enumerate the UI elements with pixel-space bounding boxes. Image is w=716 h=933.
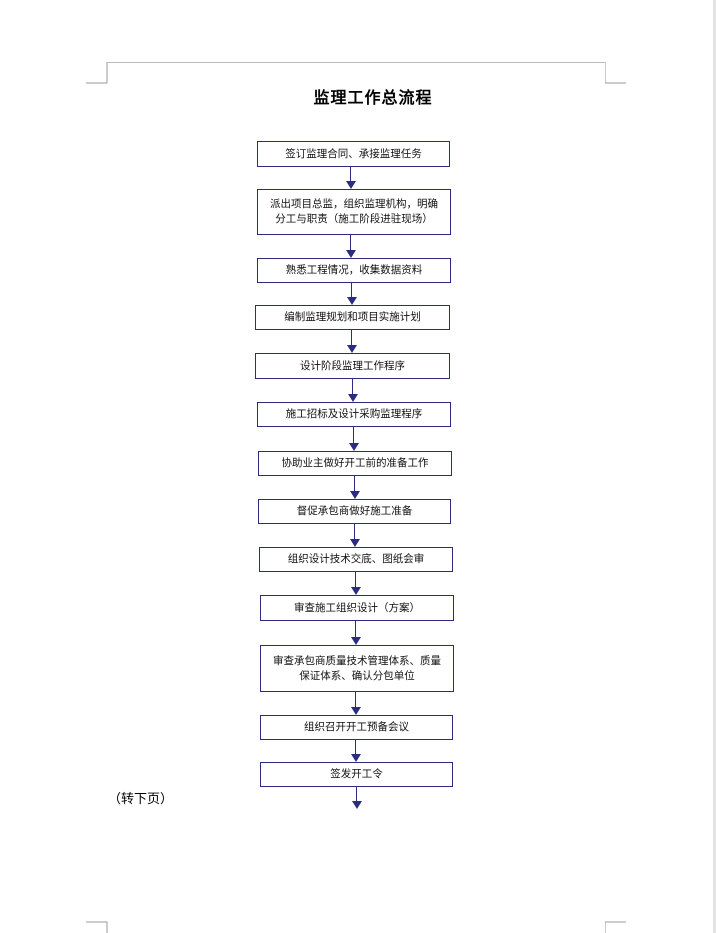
margin-corner-top-right [605, 62, 626, 84]
flow-step-3: 熟悉工程情况，收集数据资料 [257, 258, 451, 283]
flow-step-12: 组织召开开工预备会议 [260, 715, 453, 740]
margin-corner-bottom-right [605, 921, 626, 933]
flow-arrow-2 [346, 235, 356, 258]
flow-arrow-6 [349, 427, 359, 451]
page-edge [713, 0, 716, 933]
page-title: 监理工作总流程 [313, 88, 433, 107]
flow-arrow-5 [348, 379, 358, 402]
flow-step-8: 督促承包商做好施工准备 [258, 499, 451, 524]
flow-step-11: 审查承包商质量技术管理体系、质量保证体系、确认分包单位 [260, 645, 454, 692]
flow-arrow-9 [351, 572, 361, 595]
flow-step-7: 协助业主做好开工前的准备工作 [258, 451, 452, 476]
flow-step-6: 施工招标及设计采购监理程序 [257, 402, 451, 427]
flow-step-2: 派出项目总监，组织监理机构，明确分工与职责（施工阶段进驻现场） [257, 189, 451, 235]
flow-step-5: 设计阶段监理工作程序 [255, 353, 450, 379]
margin-corner-bottom-left [86, 921, 108, 933]
margin-corner-top-left [86, 62, 108, 84]
flow-arrow-1 [346, 167, 356, 189]
flow-step-10: 审查施工组织设计（方案） [260, 595, 454, 621]
flow-arrow-7 [350, 476, 360, 499]
flow-step-13: 签发开工令 [260, 762, 453, 787]
flow-arrow-3 [347, 283, 357, 305]
flow-step-9: 组织设计技术交底、图纸会审 [259, 547, 453, 572]
header-rule [107, 62, 605, 63]
flow-arrow-4 [347, 330, 357, 353]
continued-note: （转下页） [108, 792, 174, 807]
flow-step-4: 编制监理规划和项目实施计划 [255, 305, 450, 330]
flow-arrow-12 [351, 740, 361, 762]
flow-step-1: 签订监理合同、承接监理任务 [257, 141, 450, 167]
flow-arrow-11 [351, 692, 361, 715]
flow-arrow-8 [350, 524, 360, 547]
flow-arrow-10 [351, 621, 361, 645]
flow-arrow-continue [352, 787, 362, 809]
